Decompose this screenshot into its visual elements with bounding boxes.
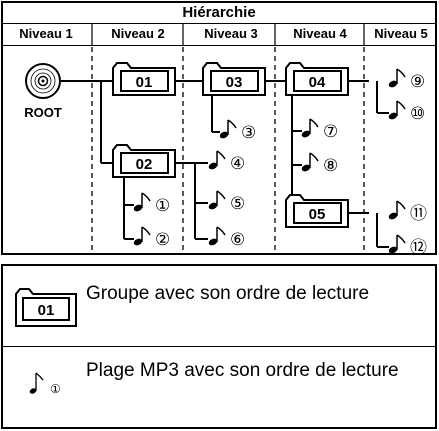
music-note-icon xyxy=(301,118,319,138)
level-4-header: Niveau 4 xyxy=(293,26,347,41)
track-number-label: ⑥ xyxy=(230,230,245,250)
track-number-label: ⑩ xyxy=(410,104,425,124)
track-number-label: ② xyxy=(155,230,170,250)
track-number-label: ③ xyxy=(241,123,256,143)
track-number-label: ④ xyxy=(230,154,245,174)
legend-track-text: Plage MP3 avec son ordre de lecture xyxy=(86,360,399,381)
folder-label-05: 05 xyxy=(309,206,326,223)
music-note-icon xyxy=(388,200,406,220)
folder-icon-01: 01 xyxy=(112,62,176,96)
legend: 01 Groupe avec son ordre de lecture ① Pl… xyxy=(1,264,437,429)
folder-label-02: 02 xyxy=(136,156,153,173)
track-number-label: ⑫ xyxy=(410,238,427,257)
diagram-title: Hiérarchie xyxy=(3,3,435,24)
folder-icon: 01 xyxy=(15,288,77,327)
music-note-icon xyxy=(388,100,406,120)
disc-icon xyxy=(25,63,61,99)
folder-icon-05: 05 xyxy=(285,194,349,228)
music-note-icon xyxy=(133,192,151,212)
music-note-icon: ① xyxy=(29,372,61,396)
music-note-icon xyxy=(219,119,237,139)
folder-label-03: 03 xyxy=(226,74,243,91)
legend-row-group: 01 Groupe avec son ordre de lecture xyxy=(3,266,435,347)
level-1-header: Niveau 1 xyxy=(19,26,73,41)
music-note-icon xyxy=(301,152,319,172)
level-2-header: Niveau 2 xyxy=(111,26,165,41)
level-header-row: Niveau 1 Niveau 2 Niveau 3 Niveau 4 Nive… xyxy=(3,23,435,46)
legend-track-label: ① xyxy=(50,382,61,396)
level-3-header: Niveau 3 xyxy=(204,26,258,41)
music-note-icon xyxy=(208,190,226,210)
hierarchy-diagram: Hiérarchie Niveau 1 Niveau 2 Niveau 3 Ni… xyxy=(1,1,437,257)
music-note-icon xyxy=(208,226,226,246)
legend-row-track: ① Plage MP3 avec son ordre de lecture xyxy=(3,347,435,427)
track-number-label: ⑦ xyxy=(323,122,338,142)
level-5-header: Niveau 5 xyxy=(374,26,428,41)
track-number-label: ⑧ xyxy=(323,156,338,176)
folder-icon-04: 04 xyxy=(285,62,349,96)
music-note-icon xyxy=(208,150,226,170)
music-note-icon xyxy=(133,226,151,246)
tree-canvas: ROOT 01 03 04 02 05 ⑨ ⑩ ③ ⑦ ④ ⑧ ① ⑤ ⑪ xyxy=(24,24,427,257)
music-note-icon xyxy=(388,234,406,254)
track-number-label: ⑪ xyxy=(410,204,427,224)
root-label: ROOT xyxy=(24,105,62,120)
track-number-label: ① xyxy=(155,196,170,216)
folder-icon-02: 02 xyxy=(112,144,176,178)
folder-label-04: 04 xyxy=(309,74,326,91)
track-number-label: ⑨ xyxy=(410,72,425,92)
legend-folder-label: 01 xyxy=(38,302,55,319)
music-note-icon xyxy=(388,68,406,88)
track-number-label: ⑤ xyxy=(230,194,245,214)
folder-label-01: 01 xyxy=(136,74,153,91)
legend-group-text: Groupe avec son ordre de lecture xyxy=(86,283,370,304)
folder-icon-03: 03 xyxy=(202,62,266,96)
